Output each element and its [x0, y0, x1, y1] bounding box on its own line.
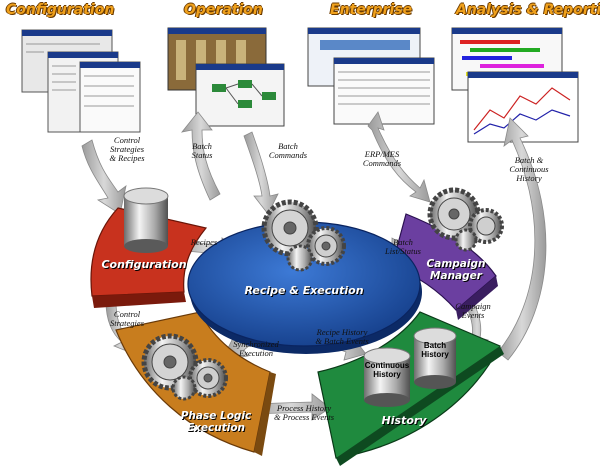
enterprise-screenshot-window-icon — [307, 27, 435, 125]
operation-screenshot-window-icon — [167, 27, 285, 127]
flow-label-batch-continuous-history: Batch & Continuous History — [509, 155, 549, 183]
flow-label-control-strategies-recipes: Control Strategies & Recipes — [109, 135, 145, 163]
flow-label-erp-mes-commands: ERP/MES Commands — [362, 149, 402, 168]
cylinder-label-continuous-history: Continuous History — [364, 361, 410, 379]
flow-label-batch-list-status: Batch List/Status — [385, 237, 421, 256]
flow-label-batch-commands: Batch Commands — [268, 141, 308, 160]
flow-label-process-history-events: Process History & Process Events — [273, 403, 335, 422]
header-analysis-reporting: Analysis & Reporting — [456, 2, 600, 18]
segment-label-campaign-manager: Campaign Manager — [426, 258, 486, 282]
header-operation: Operation — [184, 2, 263, 18]
segment-label-phase-logic-execution: Phase Logic Execution — [180, 410, 252, 434]
config-screenshot-window-icon — [21, 29, 141, 133]
phase-logic-gear-cluster-icon — [141, 333, 228, 401]
campaign-gear-cluster-icon — [427, 187, 504, 252]
segment-label-configuration: Configuration — [101, 258, 187, 271]
segment-label-history: History — [381, 414, 427, 427]
flow-label-recipes: Recipes — [190, 237, 218, 247]
flow-label-campaign-events: Campaign Events — [455, 301, 491, 320]
flow-label-batch-status: Batch Status — [191, 141, 213, 160]
analysis-screenshot-window-icon — [451, 27, 579, 143]
header-configuration: Configuration — [6, 2, 115, 18]
flow-label-control-strategies: Control Strategies — [110, 309, 144, 328]
flow-label-synchronized-execution: Synchronized Execution — [233, 339, 279, 358]
segment-label-recipe-execution: Recipe & Execution — [244, 284, 364, 297]
recipe-execution-disk — [187, 221, 422, 354]
cylinder-label-batch-history: Batch History — [421, 341, 449, 359]
flow-label-recipe-history-batch-events: Recipe History & Batch Events — [315, 327, 369, 346]
batch-history-cylinder-icon — [413, 327, 457, 389]
recipe-gear-cluster-icon — [261, 199, 346, 272]
configuration-cylinder-icon — [123, 187, 169, 253]
continuous-history-cylinder-icon — [363, 347, 411, 407]
header-enterprise: Enterprise — [330, 2, 413, 18]
